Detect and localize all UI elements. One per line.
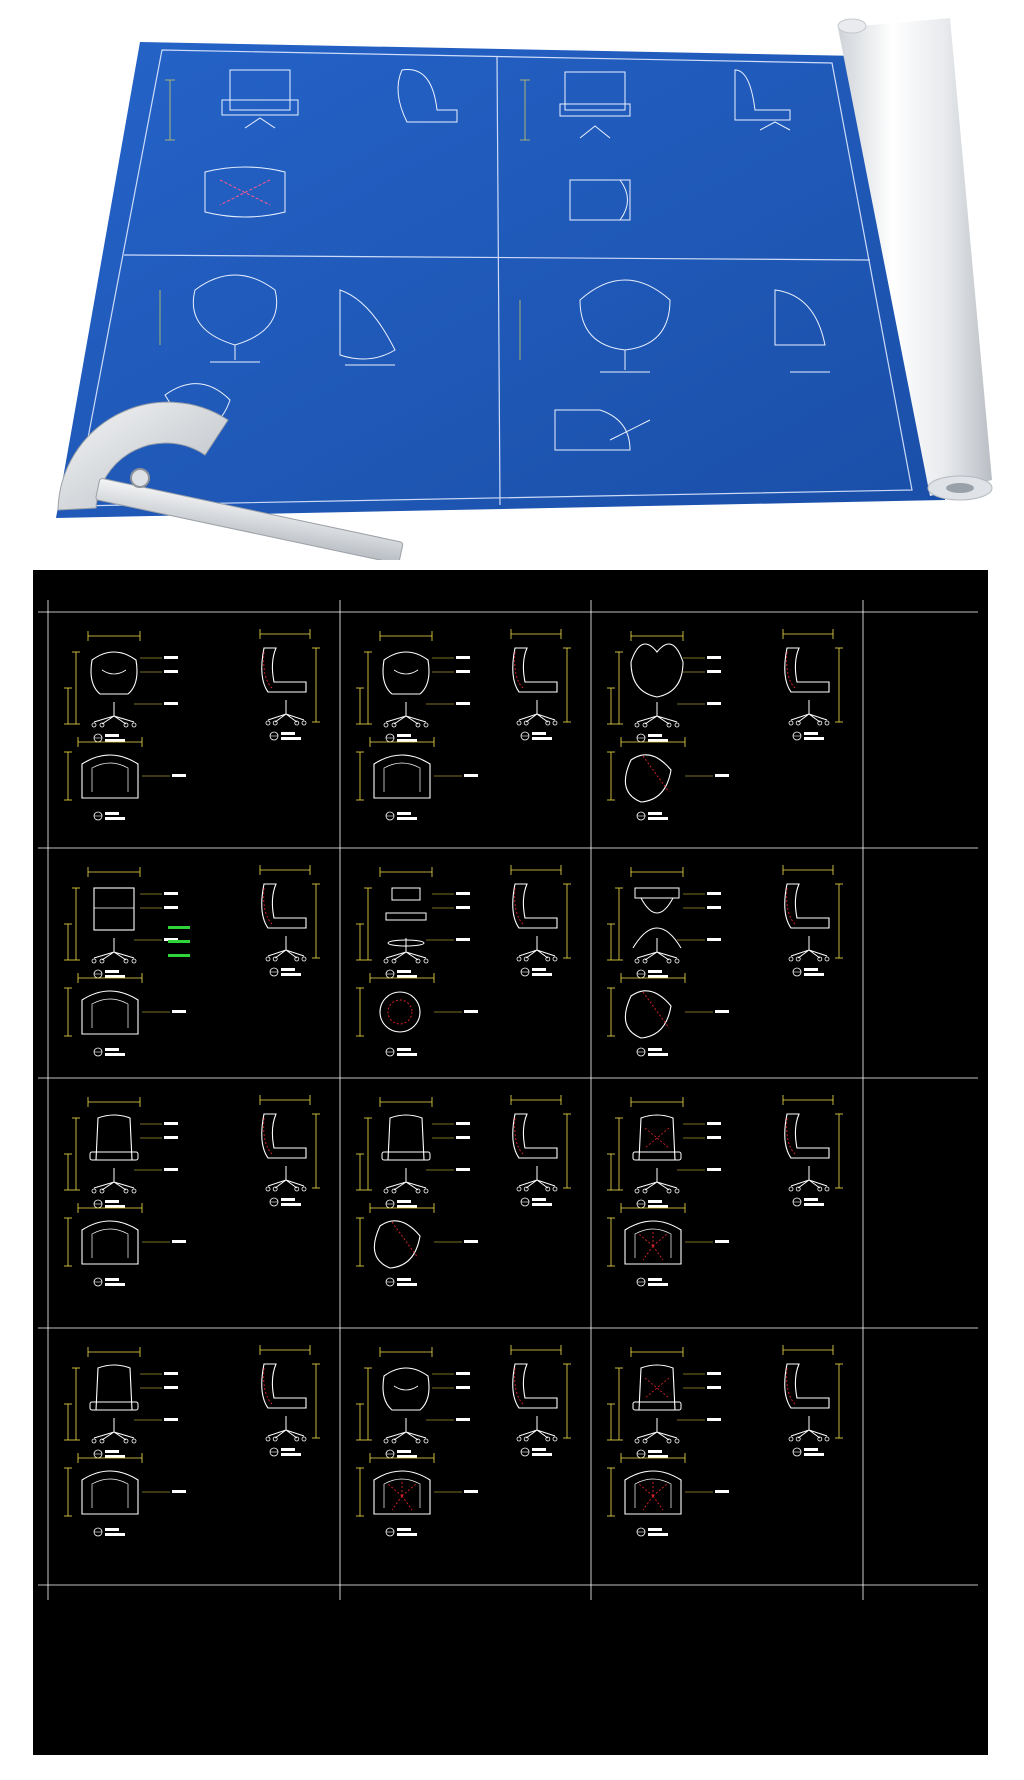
blueprint-roll-image: [56, 18, 993, 560]
cad-chair-cell: [607, 1345, 843, 1537]
cad-chair-grid: [38, 600, 978, 1600]
cad-chair-cell: [64, 1095, 320, 1287]
cad-chair-cell: [607, 629, 843, 821]
blueprint-drawings: [164, 69, 830, 451]
cad-drawing-sheet: [33, 570, 988, 1755]
protractor-icon: [57, 401, 404, 560]
cad-chair-cell: [356, 1345, 571, 1537]
cad-grid-lines: [38, 600, 978, 1600]
cad-chair-cell: [356, 865, 571, 1057]
cad-chair-cell: [356, 1095, 571, 1287]
cad-chair-cell: [607, 1095, 843, 1287]
cad-chair-cell: [64, 865, 320, 1057]
paper-roll-icon: [837, 18, 993, 501]
cad-chair-cell: [356, 629, 571, 821]
cad-chair-cell: [64, 629, 320, 821]
blueprint-sheet: [56, 42, 945, 518]
cad-chair-cell: [64, 1345, 320, 1537]
cad-chair-cell: [607, 865, 843, 1057]
